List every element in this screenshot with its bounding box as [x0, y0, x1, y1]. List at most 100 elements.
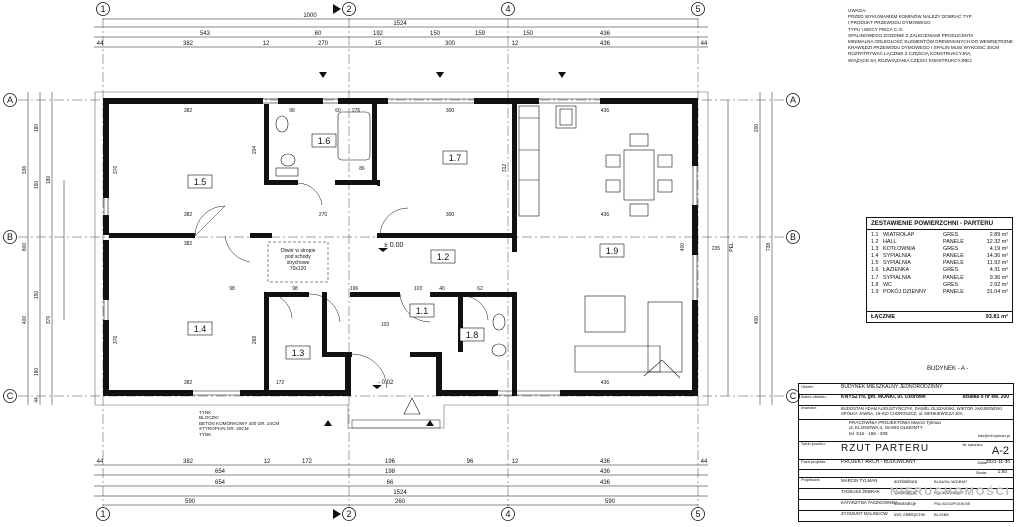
svg-text:5: 5	[695, 4, 700, 14]
svg-text:180: 180	[46, 176, 52, 185]
svg-text:15: 15	[375, 41, 382, 47]
svg-text:300: 300	[446, 212, 455, 218]
door-swings	[194, 182, 489, 389]
svg-text:260: 260	[395, 499, 406, 505]
svg-text:436: 436	[600, 469, 611, 475]
title-block-designer: Projektant: MARCIN TYLMAN architektura B…	[799, 477, 1013, 489]
svg-text:A: A	[790, 95, 796, 105]
svg-text:44: 44	[34, 397, 40, 403]
svg-text:98: 98	[229, 286, 235, 292]
exterior-insulation-outline	[94, 91, 709, 429]
svg-text:436: 436	[600, 480, 611, 486]
svg-text:382: 382	[184, 380, 193, 386]
svg-text:1: 1	[100, 509, 105, 519]
svg-text:96: 96	[467, 459, 474, 465]
axis-bubble-right-A: A	[786, 93, 800, 107]
svg-text:198: 198	[385, 469, 396, 475]
level-marker-hall: ± 0.00	[378, 242, 404, 252]
svg-text:172: 172	[276, 380, 285, 386]
svg-text:44: 44	[97, 41, 104, 47]
title-block-checker: TADEUSZ ŻEBRAK konstrukcje PDL/KS/0063/0…	[799, 488, 1013, 500]
svg-text:270: 270	[318, 41, 329, 47]
entry-arrow-icon	[403, 397, 421, 415]
attic-hatch-label: Otwór w stropie pod schody strychowe 70x…	[281, 248, 316, 272]
svg-text:159: 159	[475, 31, 486, 37]
title-block-installations: ZYGMUNT MALINKOW inst. elektryczne BL/S/…	[841, 511, 950, 517]
svg-text:382: 382	[183, 459, 194, 465]
room-label-1-4: 1.4	[187, 321, 213, 336]
svg-text:738: 738	[766, 243, 772, 252]
watermark-text: NIERUCHOMOŚCI	[890, 486, 1011, 498]
room-label-1-1: 1.1	[409, 303, 435, 318]
bathroom-fixtures	[275, 111, 371, 177]
dim-bottom-overall: 590 260 590	[185, 499, 616, 505]
dim-left-labels: 336 180 150 800 150 180 376 400 180 44	[22, 124, 52, 403]
title-block-drawing-title: Tytuł rysunku: RZUT PARTERU Nr rysunku: …	[799, 441, 1013, 460]
svg-text:98: 98	[289, 108, 295, 114]
svg-text:180: 180	[34, 368, 40, 377]
svg-text:pod schody: pod schody	[285, 254, 311, 260]
svg-text:172: 172	[302, 459, 313, 465]
svg-text:382: 382	[183, 41, 194, 47]
left-dimension-lines	[27, 92, 65, 405]
axis-bubble-left-A: A	[3, 93, 17, 107]
svg-text:654: 654	[215, 469, 226, 475]
dim-bottom-row2: 654 198 436	[215, 469, 611, 475]
attic-hatch-outline	[267, 241, 329, 283]
walls	[103, 98, 698, 396]
dim-right-labels: 200 738 400 235 PEL	[712, 124, 772, 325]
axis-bubble-right-C: C	[786, 389, 800, 403]
axis-bubble-top-5: 5	[691, 2, 705, 16]
dim-top-row2: 543 60 192 150 159 150 436	[200, 31, 611, 37]
svg-text:1.4: 1.4	[194, 324, 207, 334]
svg-text:235: 235	[712, 246, 721, 252]
svg-text:382: 382	[184, 241, 193, 247]
right-dimension-lines	[727, 92, 773, 405]
svg-text:543: 543	[200, 31, 211, 37]
svg-text:± 0.00: ± 0.00	[384, 242, 404, 249]
svg-text:1.5: 1.5	[194, 177, 207, 187]
svg-text:1.8: 1.8	[466, 330, 479, 340]
axis-bubble-top-2: 2	[333, 2, 356, 16]
title-block-address: Adres obiektu: KNYSZYN, gm. MOŃKI, ul. O…	[799, 394, 1013, 406]
dim-bottom-row3: 654 66 436	[215, 480, 611, 486]
windows	[103, 98, 698, 396]
svg-text:44: 44	[97, 459, 104, 465]
svg-text:44: 44	[701, 459, 708, 465]
svg-text:436: 436	[601, 108, 610, 114]
svg-text:300: 300	[445, 41, 456, 47]
svg-text:150: 150	[34, 291, 40, 300]
title-block-investor: Inwestor: BUDOSTAN ADAM AUGUSTYŃCZYK, DA…	[799, 405, 1013, 420]
svg-text:12: 12	[512, 459, 519, 465]
svg-text:590: 590	[185, 499, 196, 505]
svg-text:2: 2	[346, 509, 351, 519]
svg-text:300: 300	[446, 108, 455, 114]
title-block-author: KATARZYNA TASZKOWSKA konstrukcje PDL/020…	[799, 499, 1013, 511]
area-total-row: ŁĄCZNIE 93.81 m²	[867, 311, 1012, 322]
dim-top-overall: 1000	[303, 13, 317, 19]
svg-text:382: 382	[184, 212, 193, 218]
room-label-1-2: 1.2	[430, 249, 456, 264]
svg-text:66: 66	[387, 480, 394, 486]
svg-text:436: 436	[601, 380, 610, 386]
wc-fixtures	[491, 313, 507, 357]
bottom-dimension-lines	[94, 464, 708, 506]
axis-bubble-right-B: B	[786, 230, 800, 244]
svg-text:1.7: 1.7	[449, 153, 462, 163]
svg-text:98: 98	[292, 286, 298, 292]
svg-text:800: 800	[22, 243, 28, 252]
svg-text:270: 270	[319, 212, 328, 218]
axis-bubble-top-4: 4	[501, 2, 515, 16]
svg-text:204: 204	[252, 146, 258, 155]
svg-text:PEL: PEL	[729, 242, 735, 252]
svg-text:12: 12	[263, 41, 270, 47]
